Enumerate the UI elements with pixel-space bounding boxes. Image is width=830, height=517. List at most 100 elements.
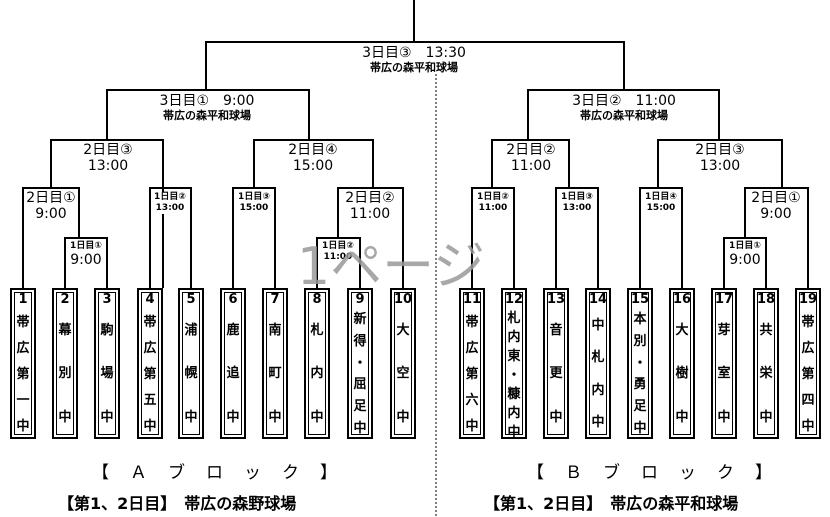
a-r1-2-time: 13:00 (155, 203, 185, 213)
a-qf1-time: 13:00 (87, 158, 129, 174)
team-name-char: 本 (633, 312, 647, 328)
b-qf1-time: 11:00 (510, 158, 552, 174)
team-name-char: 幕 (58, 323, 72, 339)
b-r1-3-label: 1日目④ 15:00 (645, 192, 677, 214)
team-name: 新得・屈足中 (349, 307, 371, 437)
team-name-char: 屈 (353, 377, 367, 393)
team-name-char: 室 (717, 366, 731, 382)
b-r1-2-time: 13:00 (562, 203, 592, 213)
team-name-char: 駒 (100, 323, 114, 339)
team-name-char: 中 (310, 409, 324, 425)
team-name-char: 中 (16, 418, 30, 434)
team-name: 中札内中 (587, 307, 609, 437)
team-name-char: 第 (16, 366, 30, 382)
team-box-inner-border (351, 292, 369, 435)
team-number: 18 (756, 292, 776, 307)
team-name-char: 中 (591, 317, 605, 333)
semi-b-venue: 帯広の森平和球場 (580, 109, 668, 122)
team-name-char: 広 (16, 340, 30, 356)
team-number: 7 (270, 292, 280, 307)
team-name-char: 幌 (184, 366, 198, 382)
team-name-char: 中 (353, 420, 367, 436)
team-name-char: 札 (591, 350, 605, 366)
b-r1-2-label: 1日目③ 13:00 (561, 192, 593, 214)
team-name-char: 四 (801, 392, 815, 408)
team-name: 本別・勇足中 (629, 307, 651, 437)
team-name-char: 中 (226, 409, 240, 425)
team-name-char: 内 (507, 330, 521, 345)
team-name-char: 中 (143, 418, 157, 434)
a-r1-4-label: 1日目② 11:00 (322, 241, 354, 263)
team-name-char: 糠 (507, 387, 521, 402)
team-name-char: 一 (16, 392, 30, 408)
team-name: 南町中 (264, 307, 286, 437)
team-name-char: 東 (507, 349, 521, 364)
team-name-char: 内 (591, 382, 605, 398)
team-name: 帯広第四中 (797, 307, 819, 437)
team-name-char: 中 (717, 409, 731, 425)
team-box-inner-border (14, 292, 32, 435)
a-r1-3-time: 15:00 (239, 203, 269, 213)
team-box-inner-border (141, 292, 159, 435)
team-number: 1 (18, 292, 28, 307)
a-r2-1-label: 2日目① 9:00 (26, 190, 76, 222)
team-name-char: 札 (507, 311, 521, 326)
team-name-char: 空 (396, 366, 410, 382)
a-r2-1-time: 9:00 (35, 206, 67, 222)
team-name: 大空中 (392, 307, 414, 437)
block-b-venue: 【第1、2日目】 帯広の森平和球場 (484, 494, 739, 513)
team-box-inner-border (631, 292, 649, 435)
team-name: 駒場中 (96, 307, 118, 437)
team-name: 芽室中 (713, 307, 735, 437)
team-name-char: 大 (396, 323, 410, 339)
team-name-char: 広 (801, 340, 815, 356)
team-name-char: 中 (801, 418, 815, 434)
b-qf1-date: 2日目② (506, 142, 556, 158)
team-name-char: 南 (268, 323, 282, 339)
a-r1-4-time: 11:00 (323, 252, 353, 262)
team-box-inner-border (224, 292, 242, 435)
team-name-char: 芽 (717, 323, 731, 339)
team-box-inner-border (308, 292, 326, 435)
team-name-char: 別 (633, 333, 647, 349)
team-name-char: ・ (633, 355, 647, 371)
team-name: 札内東・糠内中 (503, 307, 525, 440)
team-name-char: 中 (591, 415, 605, 431)
team-name-char: 第 (801, 366, 815, 382)
b-r2-2-time: 9:00 (760, 206, 792, 222)
team-name: 浦幌中 (180, 307, 202, 437)
team-number: 12 (504, 292, 524, 307)
team-name-char: 町 (268, 366, 282, 382)
team-name-char: 広 (143, 340, 157, 356)
team-name-char: 浦 (184, 323, 198, 339)
team-name: 帯広第一中 (12, 307, 34, 437)
team-name: 鹿追中 (222, 307, 244, 437)
a-r1-3-date: 1日目③ (238, 192, 270, 202)
page-watermark: 1ページ (297, 237, 486, 297)
team-number: 5 (186, 292, 196, 307)
team-name-char: 樹 (675, 366, 689, 382)
team-name-char: 中 (396, 409, 410, 425)
a-r2-2-label: 2日目② 11:00 (345, 190, 395, 222)
b-r1-4-time: 9:00 (729, 252, 761, 268)
team-name-char: 内 (310, 366, 324, 382)
team-name-char: 帯 (16, 314, 30, 330)
team-name: 幕別中 (54, 307, 76, 437)
team-name-char: 札 (310, 323, 324, 339)
a-qf1-label: 2日目③ 13:00 (83, 142, 133, 174)
team-name-char: 中 (100, 409, 114, 425)
team-name-char: 足 (353, 398, 367, 414)
team-number: 6 (228, 292, 238, 307)
team-box-inner-border (463, 292, 481, 435)
team-name-char: 中 (465, 418, 479, 434)
